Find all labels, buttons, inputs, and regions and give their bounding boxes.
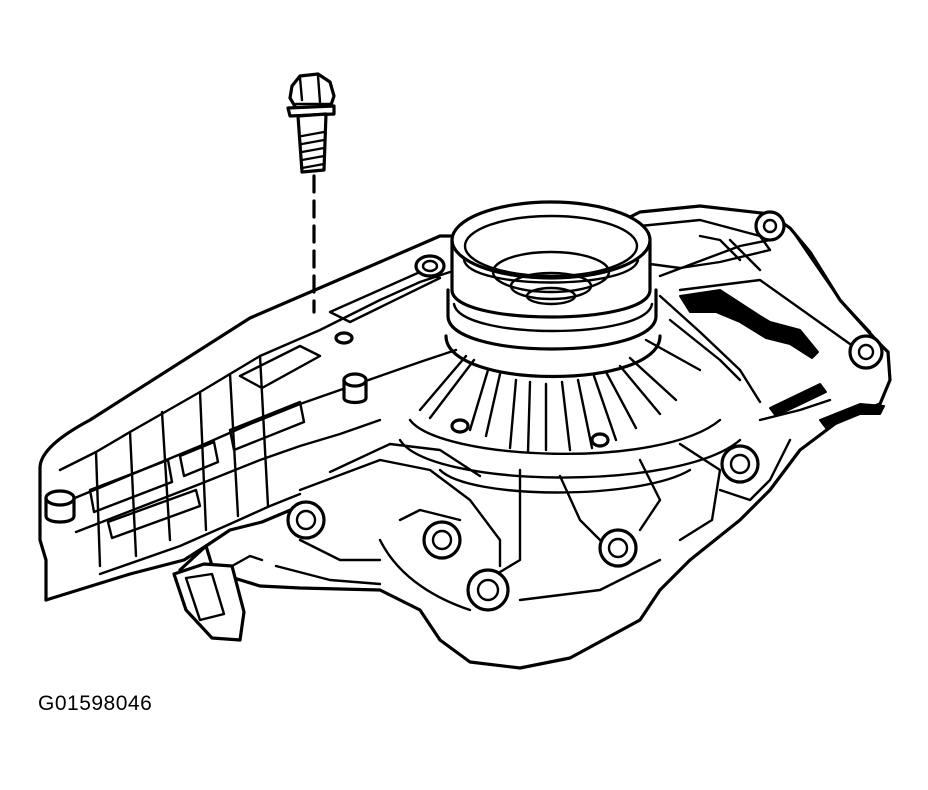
transfer-case-housing-icon [38, 200, 892, 670]
figure-id-label: G01598046 [38, 692, 153, 715]
bolt-icon [286, 72, 336, 314]
